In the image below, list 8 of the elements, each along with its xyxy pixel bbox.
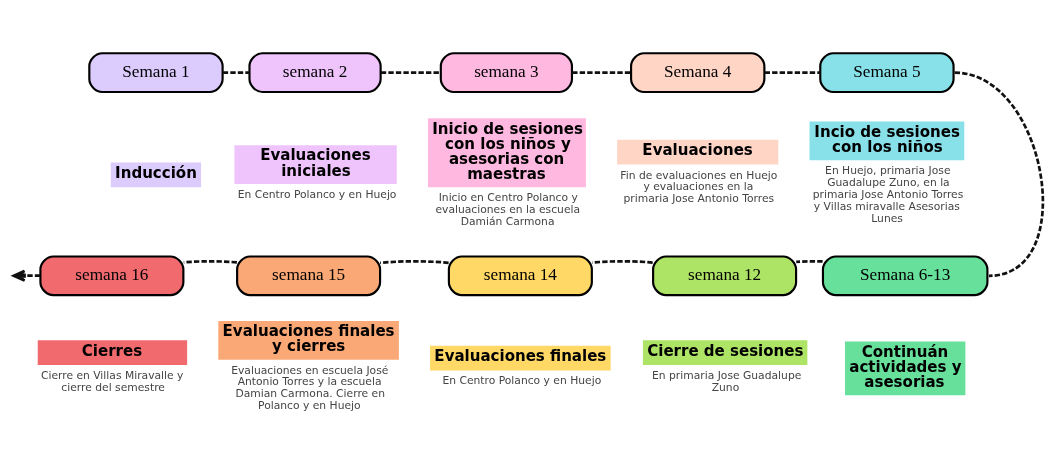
node-label: En Huejo, primaria Jose Guadalupe Zuno, en la primaria Jose Antonio Torres y Villas miravalle Asesorias Lunes [812,164,964,225]
node-label: Evaluaciones en escuela José Antonio Torres y la escuela Damian Carmona. Cierre en Polanco y en Huejo [231,363,389,413]
node-label: En primaria Jose Guadalupe Zuno [652,369,802,394]
node-label: Cierre en Villas Miravalle y cierre del semestre [40,369,184,394]
node-label: Inicio en Centro Polanco y evaluaciones en la escuela Damián Carmona [435,191,581,228]
node-label: Fin de evaluaciones en Huejo y evaluaciones en la primaria Jose Antonio Torres [620,168,778,206]
node-label: En Centro Polanco y en Huejo [442,374,602,388]
node-label: En Centro Polanco y en Huejo [237,187,397,201]
